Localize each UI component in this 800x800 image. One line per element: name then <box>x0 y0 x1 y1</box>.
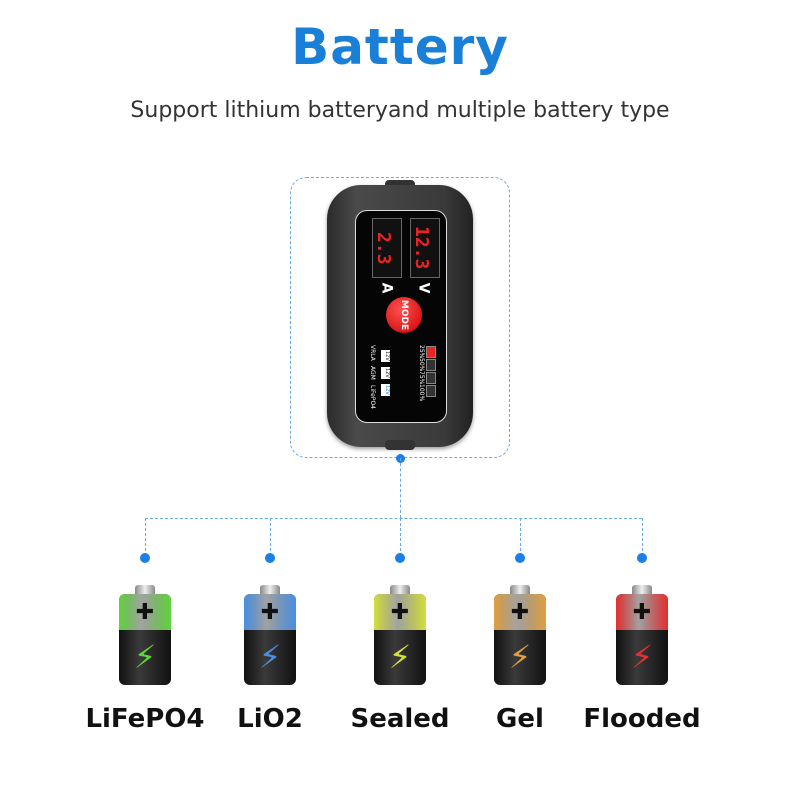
plus-icon: ✚ <box>510 600 530 625</box>
battery-icon: ✚ ⚡ <box>494 585 546 685</box>
page-title: Battery <box>291 18 509 76</box>
lightning-bolt-icon: ⚡ <box>258 638 282 676</box>
current-display: 2.3 <box>372 218 402 278</box>
lightning-bolt-icon: ⚡ <box>508 638 532 676</box>
battery-color-band <box>244 594 296 630</box>
battery-color-band <box>374 594 426 630</box>
level-indicator-50 <box>426 359 436 371</box>
battery-icon: ✚ ⚡ <box>119 585 171 685</box>
mode-indicator-lifepo4: 12V <box>381 384 390 396</box>
branch-drop-line <box>270 518 271 556</box>
branch-drop-line <box>145 518 146 556</box>
battery-cap <box>135 585 155 595</box>
battery-color-band <box>616 594 668 630</box>
level-indicator-75 <box>426 372 436 384</box>
lightning-bolt-icon: ⚡ <box>630 638 654 676</box>
branch-drop-line <box>642 518 643 556</box>
branch-dot <box>140 553 150 563</box>
level-label-50: 50% <box>418 358 425 372</box>
device-connector-bottom <box>385 440 415 450</box>
level-label-25: 25% <box>418 345 425 359</box>
plus-icon: ✚ <box>135 600 155 625</box>
mode-indicator-vrla: 12V <box>381 350 390 362</box>
plus-icon: ✚ <box>632 600 652 625</box>
branch-dot <box>265 553 275 563</box>
connector-line <box>400 458 401 518</box>
branch-drop-line <box>400 518 401 556</box>
level-indicator-25 <box>426 346 436 358</box>
page-subtitle: Support lithium batteryand multiple batt… <box>130 98 670 123</box>
lightning-bolt-icon: ⚡ <box>388 638 412 676</box>
mode-label-lifepo4: LiFePO4 <box>369 385 376 409</box>
battery-body: ✚ ⚡ <box>244 594 296 685</box>
battery-body: ✚ ⚡ <box>119 594 171 685</box>
battery-type-label: LiO2 <box>237 704 303 734</box>
battery-type-label: Flooded <box>583 704 701 734</box>
battery-body: ✚ ⚡ <box>374 594 426 685</box>
lightning-bolt-icon: ⚡ <box>133 638 157 676</box>
battery-cap <box>632 585 652 595</box>
level-label-100: 100% <box>418 384 425 402</box>
battery-body: ✚ ⚡ <box>616 594 668 685</box>
current-unit: A <box>378 282 395 294</box>
mode-button[interactable]: MODE <box>386 297 422 333</box>
level-label-75: 75% <box>418 371 425 385</box>
branch-drop-line <box>520 518 521 556</box>
battery-type-label: Sealed <box>350 704 450 734</box>
branch-dot <box>395 553 405 563</box>
branch-dot <box>515 553 525 563</box>
battery-icon: ✚ ⚡ <box>244 585 296 685</box>
battery-type-label: Gel <box>496 704 544 734</box>
voltage-unit: V <box>415 282 432 294</box>
mode-label-vrla: VRLA <box>369 345 376 361</box>
battery-cap <box>390 585 410 595</box>
battery-icon: ✚ ⚡ <box>374 585 426 685</box>
battery-cap <box>510 585 530 595</box>
battery-body: ✚ ⚡ <box>494 594 546 685</box>
battery-cap <box>260 585 280 595</box>
mode-indicator-agm: 12V <box>381 367 390 379</box>
plus-icon: ✚ <box>390 600 410 625</box>
level-indicator-100 <box>426 385 436 397</box>
battery-color-band <box>119 594 171 630</box>
plus-icon: ✚ <box>260 600 280 625</box>
battery-color-band <box>494 594 546 630</box>
mode-label-agm: AGM <box>369 366 376 380</box>
branch-line <box>145 518 642 519</box>
voltage-display: 12.3 <box>410 218 440 278</box>
battery-type-label: LiFePO4 <box>85 704 205 734</box>
branch-dot <box>637 553 647 563</box>
battery-icon: ✚ ⚡ <box>616 585 668 685</box>
